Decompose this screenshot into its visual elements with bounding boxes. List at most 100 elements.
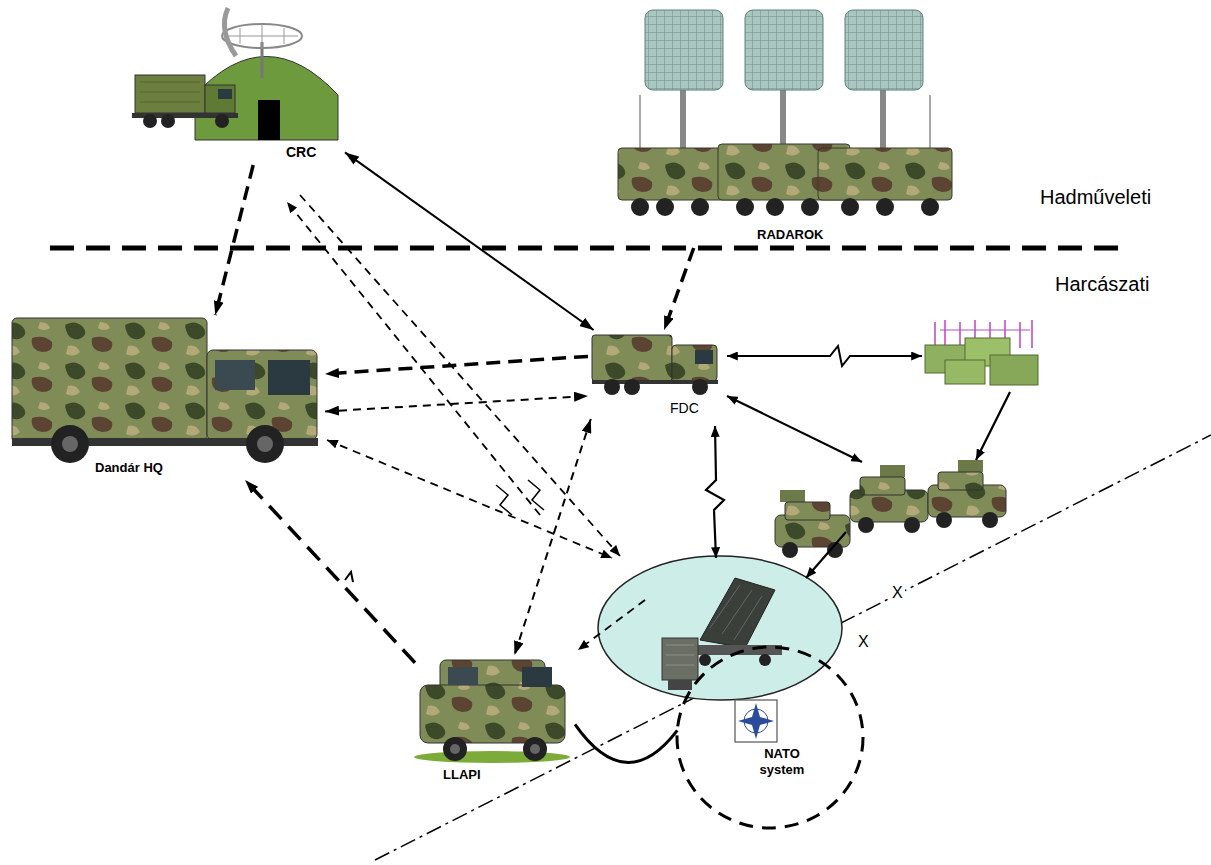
launcher-group-illustration bbox=[925, 320, 1038, 385]
cross-mark: X bbox=[890, 583, 905, 602]
node-label: Dandár HQ bbox=[95, 460, 163, 476]
llapi-vehicle: LLAPI bbox=[415, 655, 575, 785]
fdc-truck-illustration-part bbox=[672, 345, 717, 381]
hq-truck-illustration bbox=[12, 318, 318, 463]
dashed-connector bbox=[325, 356, 588, 374]
unit-links-part bbox=[287, 202, 540, 515]
node-label: CRC bbox=[286, 144, 316, 161]
cross-mark: X bbox=[856, 632, 871, 651]
label-holder: Hadműveleti bbox=[1040, 185, 1151, 209]
crc-station: CRC bbox=[130, 5, 345, 165]
zone-outline-ellipse bbox=[677, 647, 863, 828]
zone-outline bbox=[675, 645, 865, 830]
crc-illustration-part bbox=[258, 100, 280, 140]
jeep-launchers-illustration-part bbox=[982, 512, 998, 528]
fdc-truck-illustration-part bbox=[692, 379, 708, 395]
jeep-launchers-illustration bbox=[775, 460, 1006, 558]
llapi-vehicle-illustration-part bbox=[414, 751, 570, 763]
label-holder: Dandár HQ bbox=[95, 460, 163, 476]
solid-connector bbox=[345, 152, 594, 330]
solid-connector bbox=[575, 724, 677, 762]
hq-truck-illustration-part bbox=[215, 360, 255, 390]
battery-area-illustration-part bbox=[662, 638, 698, 680]
node-label: LLAPI bbox=[443, 767, 481, 783]
battery-area-illustration-part bbox=[700, 578, 775, 648]
dashed-connector bbox=[325, 396, 588, 412]
launcher-group-illustration-part bbox=[940, 330, 1030, 331]
nato-logo-part bbox=[735, 700, 777, 742]
hq-truck-illustration-part bbox=[51, 425, 89, 463]
radar-illustration-part bbox=[930, 95, 931, 150]
battery-area-illustration-part bbox=[668, 680, 692, 690]
battery-area-illustration-part bbox=[666, 645, 694, 665]
fdc-truck-illustration-part bbox=[604, 379, 620, 395]
level-separator bbox=[50, 248, 1130, 249]
radar-illustration-part bbox=[780, 88, 786, 150]
jeep-launchers-illustration-part bbox=[938, 472, 983, 490]
crc-illustration bbox=[132, 8, 338, 140]
unit-links bbox=[287, 195, 1010, 650]
llapi-vehicle-illustration-part bbox=[523, 737, 547, 761]
nato-logo bbox=[735, 700, 777, 742]
hq-truck-illustration-part bbox=[246, 425, 284, 463]
label-holder: CRC bbox=[286, 144, 316, 161]
radar-illustration-part bbox=[845, 10, 923, 90]
jeep-launchers-illustration-part bbox=[880, 465, 905, 477]
radar-illustration-part bbox=[880, 88, 886, 150]
jeep-launchers-illustration-part bbox=[958, 460, 983, 472]
radar-illustration-part bbox=[691, 198, 709, 216]
radar-illustration-part bbox=[680, 88, 686, 150]
label-holder: Harcászati bbox=[1055, 272, 1149, 296]
radar-illustration-part bbox=[640, 95, 641, 150]
llapi-vehicle-illustration-part bbox=[448, 667, 478, 685]
unit-links-part bbox=[727, 396, 862, 462]
crc-illustration-part bbox=[143, 114, 157, 128]
radar-group: RADAROK bbox=[615, 5, 960, 248]
radar-illustration-part bbox=[645, 10, 723, 90]
unit-links-part bbox=[806, 532, 846, 578]
llapi-vehicle-illustration-part bbox=[450, 744, 460, 754]
unit-links-part bbox=[300, 195, 620, 556]
radar-illustration-part bbox=[766, 198, 784, 216]
crc-illustration-part bbox=[205, 85, 235, 113]
llapi-vehicle-illustration bbox=[414, 660, 570, 763]
radar-illustration bbox=[618, 10, 952, 216]
dashed-connector bbox=[215, 165, 253, 315]
llapi-vehicle-illustration-part bbox=[420, 685, 565, 743]
jeep-launchers-illustration-part bbox=[782, 542, 798, 558]
brigade-hq-vehicle: Dandár HQ bbox=[10, 315, 325, 480]
crc-illustration-part bbox=[195, 57, 338, 141]
crc-illustration-part bbox=[140, 82, 200, 102]
crc-illustration-part bbox=[218, 89, 232, 99]
unit-links-part bbox=[327, 440, 612, 558]
hq-truck-illustration-part bbox=[257, 436, 273, 452]
jeep-launchers-illustration-part bbox=[904, 517, 920, 533]
battery-area-illustration-part bbox=[710, 585, 762, 640]
fdc-truck-illustration-part bbox=[695, 350, 713, 364]
label-holder: X bbox=[890, 583, 905, 602]
radar-illustration-part bbox=[745, 10, 823, 90]
level-label: Harcászati bbox=[1055, 272, 1149, 296]
node-label: RADAROK bbox=[757, 227, 823, 243]
radar-illustration-part bbox=[736, 198, 754, 216]
crc-illustration-part bbox=[215, 114, 229, 128]
battery-area-illustration-part bbox=[699, 654, 711, 666]
radar-illustration-part bbox=[656, 198, 674, 216]
node-label: NATO system bbox=[750, 746, 814, 777]
label-holder: LLAPI bbox=[443, 767, 481, 783]
launcher-group-illustration-part bbox=[945, 360, 985, 384]
level-separator-part bbox=[50, 246, 1130, 251]
radar-illustration-part bbox=[841, 198, 859, 216]
fdc-truck-illustration-part bbox=[624, 379, 640, 395]
fdc-vehicle: FDC bbox=[588, 330, 722, 419]
border-line bbox=[375, 435, 1211, 860]
unit-links-part bbox=[528, 480, 544, 510]
unit-links-part bbox=[578, 600, 645, 650]
llapi-vehicle-illustration-part bbox=[443, 737, 467, 761]
radar-illustration-part bbox=[921, 198, 939, 216]
label-holder: NATO system bbox=[750, 746, 814, 777]
jeep-launchers-illustration-part bbox=[858, 517, 874, 533]
label-holder: X bbox=[856, 632, 871, 651]
